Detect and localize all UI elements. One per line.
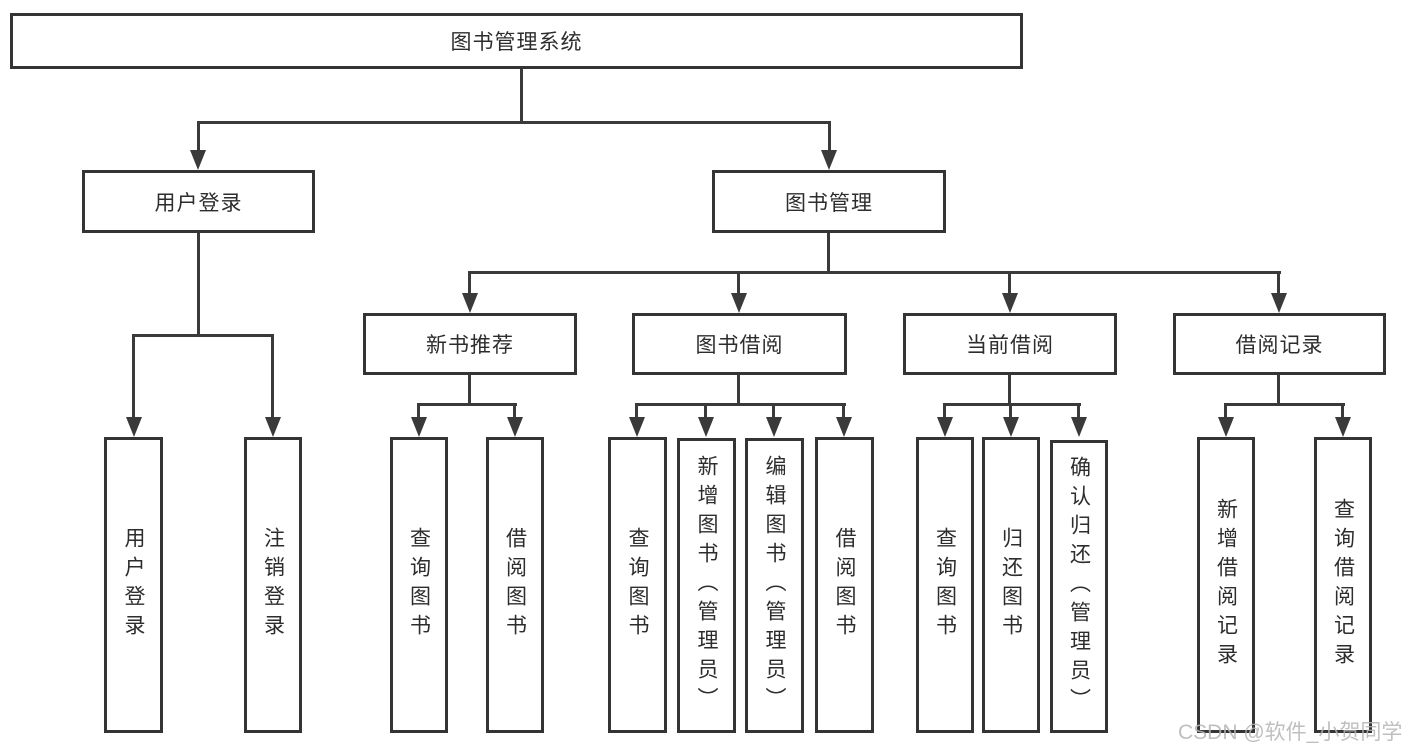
connector-line [737,271,740,296]
node-logout: 注销登录 [244,437,302,733]
node-label: 借阅图书 [833,527,856,643]
node-label: 新书推荐 [426,334,514,357]
arrow-down-icon [937,417,953,437]
arrow-down-icon [126,417,142,437]
connector-line [132,334,135,419]
connector-line [1224,403,1227,419]
node-borrow-books: 借阅图书 [815,437,874,733]
node-current-borrowing: 当前借阅 [903,313,1117,375]
node-label: 用户登录 [122,527,145,643]
node-label: 查询图书 [407,527,431,643]
connector-line [635,403,638,419]
node-label: 查询借阅记录 [1331,498,1355,672]
connector-line [635,403,846,406]
node-label: 新增图书（管理员） [695,455,718,716]
arrow-down-icon [1271,293,1287,313]
connector-line [704,403,707,419]
arrow-down-icon [190,150,206,170]
node-add-books-admin: 新增图书（管理员） [677,438,736,733]
connector-line [197,121,200,153]
arrow-down-icon [1218,417,1234,437]
node-user-login-action: 用户登录 [104,437,163,733]
connector-line [520,69,523,123]
connector-line [417,403,517,406]
node-label: 图书管理 [785,191,873,215]
node-label: 新增借阅记录 [1214,498,1238,672]
arrow-down-icon [698,417,714,437]
node-label: 查询图书 [933,527,957,643]
node-borrow-books-recommend: 借阅图书 [486,437,544,733]
node-confirm-return-admin: 确认归还（管理员） [1050,440,1108,733]
arrow-down-icon [1003,417,1019,437]
node-library-management-system: 图书管理系统 [10,13,1023,69]
node-return-books: 归还图书 [982,437,1040,733]
connector-line [943,403,946,419]
arrow-down-icon [1071,417,1087,437]
connector-line [772,403,775,419]
connector-line [1008,375,1011,406]
connector-line [1341,403,1344,419]
connector-line [1008,271,1011,296]
arrow-down-icon [1002,293,1018,313]
node-add-borrow-record: 新增借阅记录 [1197,437,1255,733]
arrow-down-icon [1335,417,1351,437]
node-query-books-recommend: 查询图书 [390,437,448,733]
connector-line [468,375,471,406]
connector-line [737,375,740,406]
connector-line [1277,271,1280,296]
node-label: 借阅图书 [503,527,527,643]
node-query-borrow-record: 查询借阅记录 [1314,437,1372,733]
node-query-books-current: 查询图书 [916,437,974,733]
node-label: 当前借阅 [966,334,1054,357]
node-label: 图书管理系统 [450,31,583,54]
arrow-down-icon [629,417,645,437]
node-user-login: 用户登录 [82,170,315,233]
arrow-down-icon [507,417,523,437]
arrow-down-icon [836,417,852,437]
node-label: 编辑图书（管理员） [763,455,786,716]
connector-line [1224,403,1345,406]
arrow-down-icon [411,417,427,437]
node-query-books-borrow: 查询图书 [608,437,667,733]
connector-line [513,403,516,419]
connector-line [1009,403,1012,419]
node-book-management: 图书管理 [712,170,946,233]
node-book-borrowing: 图书借阅 [632,313,847,375]
node-label: 图书借阅 [695,334,784,357]
csdn-watermark: CSDN @软件_小贺同学 [1178,721,1403,744]
connector-line [943,403,1081,406]
connector-line [1077,403,1080,419]
node-label: 注销登录 [261,527,285,643]
connector-line [271,334,274,419]
arrow-down-icon [821,150,837,170]
connector-line [417,403,420,419]
connector-line [468,271,1281,274]
connector-line [828,121,831,153]
node-label: 借阅记录 [1235,334,1324,357]
arrow-down-icon [462,293,478,313]
connector-line [132,334,274,337]
node-edit-books-admin: 编辑图书（管理员） [745,438,804,733]
connector-line [827,233,830,274]
node-label: 归还图书 [999,527,1023,643]
connector-line [197,233,200,336]
node-new-book-recommendation: 新书推荐 [363,313,577,375]
node-label: 用户登录 [154,191,243,215]
connector-line [197,121,831,124]
node-label: 确认归还（管理员） [1067,456,1091,717]
arrow-down-icon [731,293,747,313]
connector-line [468,271,471,296]
arrow-down-icon [766,417,782,437]
node-borrowing-records: 借阅记录 [1173,313,1386,375]
arrow-down-icon [265,417,281,437]
connector-line [842,403,845,419]
connector-line [1277,375,1280,406]
node-label: 查询图书 [626,527,649,643]
